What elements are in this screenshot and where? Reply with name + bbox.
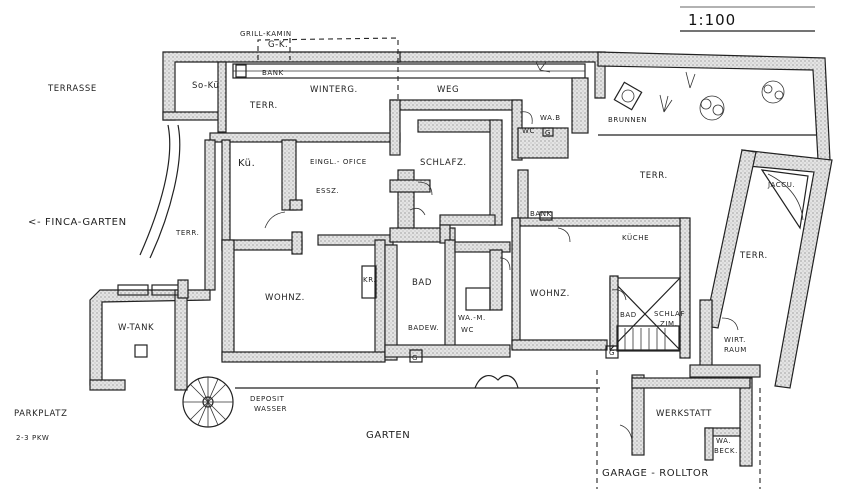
- label-wc-1: WC: [522, 127, 535, 135]
- label-gk: G-K.: [268, 40, 288, 50]
- label-deposit-2: WASSER: [254, 405, 287, 413]
- label-g-3: G: [609, 349, 615, 357]
- label-kuche: KÜCHE: [622, 233, 649, 242]
- spiral-stair: [182, 376, 234, 428]
- jacuzzi: [760, 169, 809, 230]
- label-brunnen: BRUNNEN: [608, 116, 647, 124]
- south-garden-wall: [235, 374, 600, 389]
- label-essz: ESSZ.: [316, 187, 339, 195]
- label-schlafz-1: SCHLAFZ.: [420, 158, 467, 168]
- label-garten: GARTEN: [366, 430, 410, 441]
- label-finca-garten: <- FINCA-GARTEN: [28, 217, 127, 228]
- main-building: [204, 119, 761, 378]
- garage-block: [596, 370, 761, 489]
- scale-label: 1:100: [688, 11, 736, 29]
- label-wam: WA.-M.: [458, 314, 486, 322]
- label-weg: WEG: [437, 85, 459, 95]
- garden-wall: [397, 51, 833, 389]
- west-annex: [89, 124, 211, 391]
- label-g-1: G: [545, 129, 551, 137]
- north-wing: [162, 37, 589, 161]
- label-so-ku: So-Kü: [192, 81, 219, 91]
- label-grill-kamin: GRILL-KAMIN: [240, 30, 292, 38]
- label-garage: GARAGE - ROLLTOR: [602, 468, 709, 479]
- label-eing-office: EINGL.- OFICE: [310, 158, 367, 166]
- label-g-2: G: [412, 354, 418, 362]
- label-bad-2: BAD: [620, 311, 637, 319]
- brunnen-well: [613, 81, 643, 111]
- label-ku: Kü.: [238, 158, 255, 169]
- label-bank-2: BANK: [530, 210, 552, 218]
- label-wc-2: WC: [461, 326, 474, 334]
- label-kr: KR.: [363, 276, 376, 284]
- label-winterg: WINTERG.: [310, 85, 358, 95]
- label-terr-1: TERR.: [249, 101, 278, 111]
- label-parkplatz-2: 2-3 PKW: [16, 434, 49, 442]
- label-terr-3: TERR.: [175, 229, 199, 237]
- label-wohnz-1: WOHNZ.: [265, 293, 305, 303]
- label-terrasse: TERRASSE: [47, 84, 97, 94]
- label-wirt-2: RAUM: [724, 346, 747, 354]
- label-jacuzzi: JACCU.: [767, 181, 795, 189]
- label-wirt-1: WIRT.: [724, 336, 746, 344]
- door-swings: [264, 111, 739, 331]
- label-wohnz-2: WOHNZ.: [530, 289, 570, 299]
- label-wabeck-1: WA.: [716, 437, 731, 445]
- label-schlafzim-1: SCHLAF: [654, 310, 685, 318]
- label-wabeck-2: BECK.: [714, 447, 738, 455]
- label-parkplatz-1: PARKPLATZ: [14, 409, 68, 419]
- label-badew: BADEW.: [408, 324, 439, 332]
- label-bank-1: BANK: [262, 69, 284, 77]
- label-deposit-1: DEPOSIT: [250, 395, 285, 403]
- garden-plants: [535, 61, 785, 121]
- label-bad-1: BAD: [412, 278, 432, 288]
- label-schlafzim-2: ZIM.: [660, 320, 678, 328]
- label-terr-2: TERR.: [639, 171, 668, 181]
- label-wab: WA.B: [540, 114, 561, 122]
- label-w-tank: W-TANK: [118, 323, 154, 333]
- label-terr-4: TERR.: [739, 251, 768, 261]
- label-werkstatt: WERKSTATT: [656, 409, 712, 419]
